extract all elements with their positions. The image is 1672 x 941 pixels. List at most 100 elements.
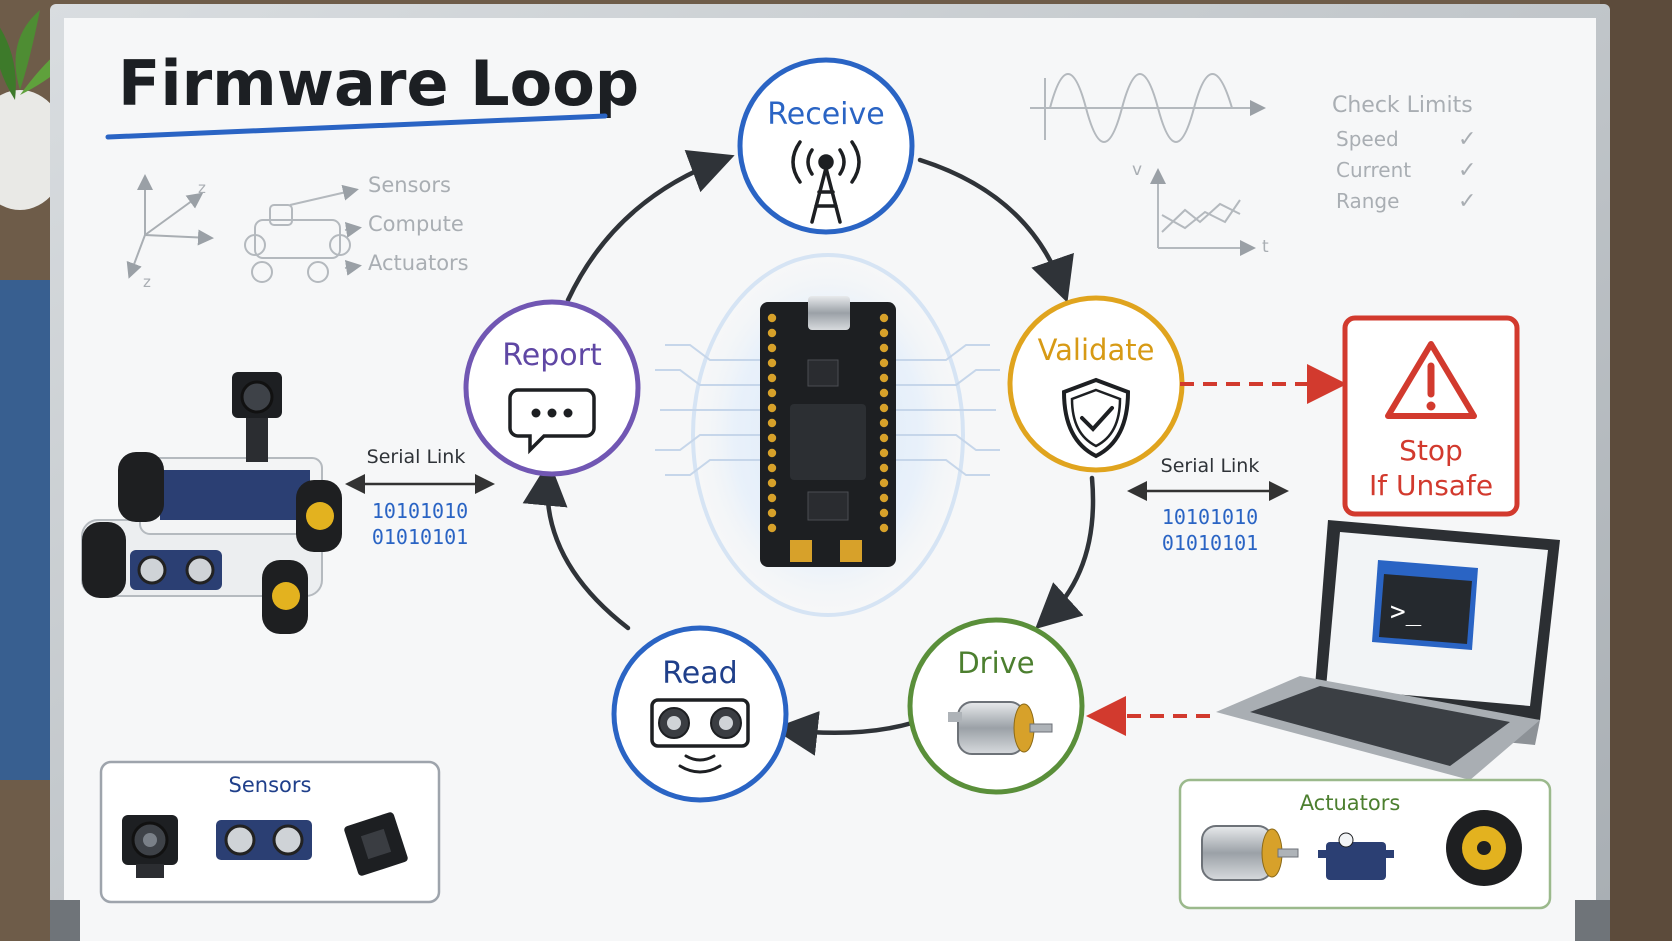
header-pin	[879, 358, 889, 368]
header-pin	[767, 523, 777, 533]
header-pin	[767, 493, 777, 503]
header-pin	[879, 433, 889, 443]
header-pin	[767, 343, 777, 353]
header-pin	[879, 343, 889, 353]
header-pin	[879, 373, 889, 383]
serial-link-left-label: Serial Link	[367, 446, 466, 468]
header-pin	[879, 328, 889, 338]
serial-left-bits-2: 01010101	[372, 525, 468, 549]
serial-left-bits-1: 10101010	[372, 499, 468, 523]
board-glow-ring	[691, 253, 965, 617]
serial-link-right-label: Serial Link	[1161, 455, 1260, 477]
header-pin	[767, 328, 777, 338]
title-underline	[105, 113, 608, 140]
header-pin	[767, 418, 777, 428]
check-limits-title: Check Limits	[1332, 93, 1473, 118]
node-label-report: Report	[502, 338, 602, 373]
header-pin	[879, 508, 889, 518]
arrow-report-to-receive	[565, 149, 735, 303]
stop-label: Stop	[1399, 434, 1463, 467]
desk-right	[1600, 0, 1672, 941]
shield-check-icon	[1061, 377, 1131, 459]
warning-icon	[1385, 341, 1477, 419]
check-mark-icon: ✓	[1458, 158, 1476, 183]
sketch-label-compute: Compute	[368, 212, 464, 236]
camera-module-icon	[122, 815, 178, 878]
robot-sketch	[244, 184, 362, 283]
if-unsafe-label: If Unsafe	[1369, 469, 1493, 502]
sensors-box-title: Sensors	[229, 773, 312, 797]
header-pin	[879, 448, 889, 458]
arrow-read-to-report	[522, 460, 631, 631]
dc-motor-icon	[948, 701, 1053, 755]
check-speed: Speed	[1336, 127, 1399, 151]
header-pin	[879, 523, 889, 533]
header-pin	[767, 403, 777, 413]
sketch-label-sensors: Sensors	[368, 173, 451, 197]
loop-arrows	[522, 149, 1096, 756]
imu-chip-icon	[344, 812, 408, 876]
header-pin	[879, 418, 889, 428]
actuators-box: Actuators	[1178, 778, 1552, 910]
arrow-receive-to-validate	[917, 157, 1074, 303]
chart-axis-v: v	[1132, 160, 1142, 180]
header-pin	[879, 313, 889, 323]
check-mark-icon: ✓	[1458, 127, 1476, 152]
header-pin	[767, 373, 777, 383]
sensors-box: Sensors	[99, 760, 441, 904]
chat-bubble-icon	[508, 388, 596, 455]
header-pin	[767, 388, 777, 398]
arrow-validate-to-drive	[1035, 475, 1096, 630]
node-drive: Drive	[907, 617, 1085, 795]
sketch-label-actuators: Actuators	[368, 251, 469, 275]
header-pin	[879, 493, 889, 503]
header-pin	[879, 403, 889, 413]
node-label-read: Read	[662, 656, 737, 691]
wheel-icon	[1446, 810, 1522, 886]
header-pin	[767, 448, 777, 458]
node-validate: Validate	[1007, 295, 1185, 473]
ultrasonic-module-icon	[216, 820, 312, 860]
stop-if-unsafe-box: Stop If Unsafe	[1342, 315, 1520, 517]
header-pin	[767, 358, 777, 368]
axis-label-z: z	[198, 179, 206, 197]
chart-axis-t: t	[1262, 237, 1269, 257]
header-pin	[879, 463, 889, 473]
header-pin	[767, 313, 777, 323]
laptop: >_	[1216, 520, 1560, 780]
serial-right-bits-1: 10101010	[1162, 505, 1258, 529]
ultrasonic-sensor-icon	[650, 698, 750, 774]
header-pin	[879, 478, 889, 488]
serial-right-bits-2: 01010101	[1162, 531, 1258, 555]
arrow-drive-to-read	[772, 711, 915, 756]
waveform-sketch	[1030, 73, 1266, 143]
node-read: Read	[611, 625, 789, 803]
check-range: Range	[1336, 189, 1399, 213]
node-receive: Receive	[737, 57, 915, 235]
node-label-validate: Validate	[1038, 333, 1155, 367]
terminal-prompt-icon: >_	[1390, 597, 1422, 627]
check-mark-icon: ✓	[1458, 189, 1476, 214]
servo-icon	[1318, 832, 1394, 880]
header-pin	[767, 508, 777, 518]
frame-corner	[50, 900, 80, 941]
header-pin	[879, 388, 889, 398]
axis-label-z2: z	[143, 273, 151, 291]
antenna-tower-icon	[791, 140, 861, 224]
header-pin	[767, 478, 777, 488]
node-label-drive: Drive	[957, 646, 1034, 680]
frame-corner	[1575, 900, 1610, 941]
header-pin	[767, 433, 777, 443]
circuit-traces	[655, 344, 1000, 476]
check-current: Current	[1336, 158, 1411, 182]
page-title: Firmware Loop	[118, 47, 639, 120]
gear-motor-icon	[1201, 825, 1299, 881]
robot-car	[81, 372, 342, 634]
node-label-receive: Receive	[767, 97, 884, 132]
sketch-axes	[126, 174, 214, 279]
actuators-box-title: Actuators	[1300, 791, 1401, 815]
header-pin	[767, 463, 777, 473]
microcontroller-board	[760, 296, 896, 567]
